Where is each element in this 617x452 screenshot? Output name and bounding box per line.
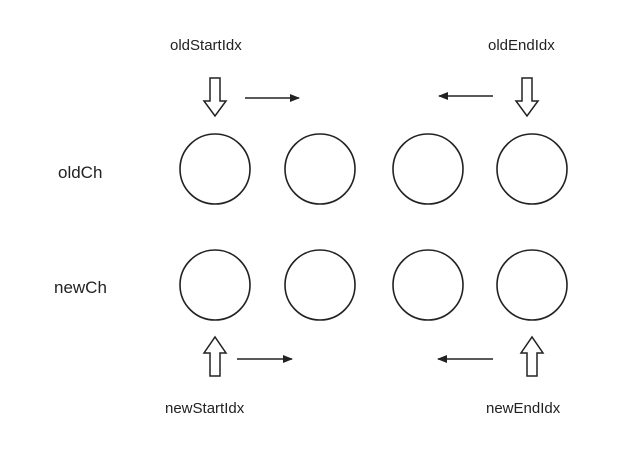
new-node-2 [284, 249, 356, 321]
old-children-row [179, 133, 568, 205]
new-start-pointer-arrow-icon [202, 335, 228, 377]
old-node-3 [392, 133, 464, 205]
new-children-row [179, 249, 568, 321]
old-start-idx-label: oldStartIdx [170, 37, 242, 54]
old-node-1 [179, 133, 251, 205]
old-end-pointer-arrow-icon [514, 77, 540, 118]
new-end-idx-label: newEndIdx [486, 400, 561, 417]
new-start-idx-label: newStartIdx [165, 400, 245, 417]
old-end-idx-label: oldEndIdx [488, 37, 555, 54]
new-node-3 [392, 249, 464, 321]
old-node-2 [284, 133, 356, 205]
new-end-pointer-arrow-icon [519, 335, 545, 377]
old-node-4 [496, 133, 568, 205]
new-node-1 [179, 249, 251, 321]
old-ch-row-label: oldCh [58, 163, 103, 182]
new-node-4 [496, 249, 568, 321]
old-start-pointer-arrow-icon [202, 77, 228, 118]
new-ch-row-label: newCh [54, 278, 107, 297]
